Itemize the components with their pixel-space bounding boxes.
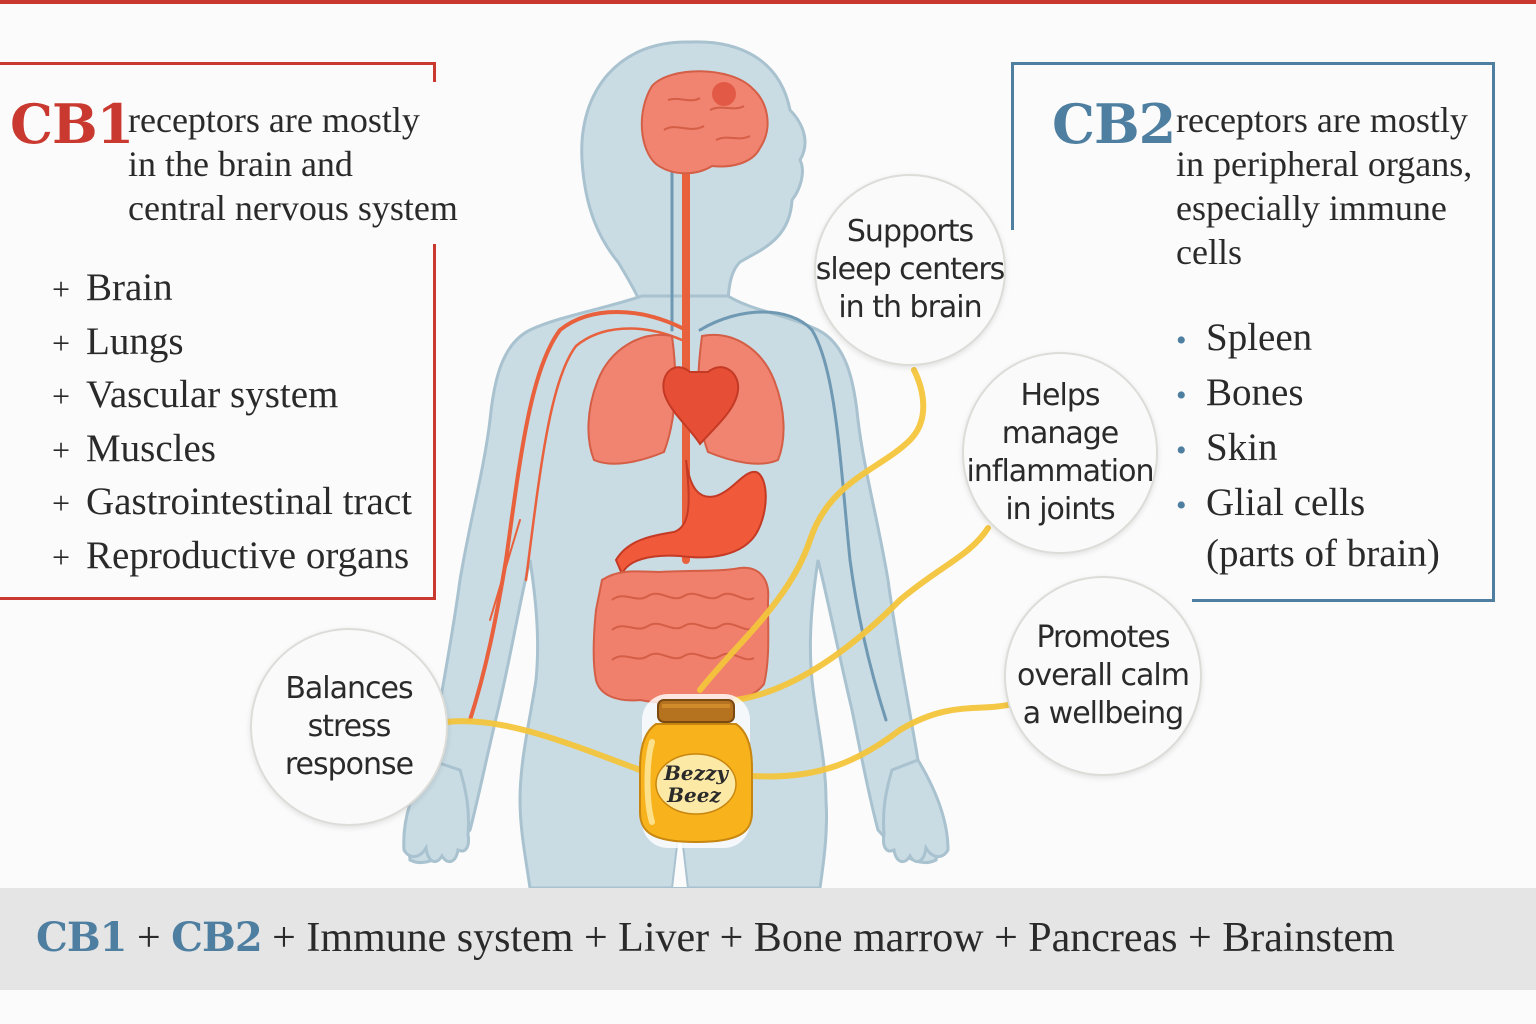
bubble-sleep-support: Supports sleep centers in th brain: [814, 174, 1006, 366]
bubble-line: Promotes: [1036, 620, 1170, 655]
list-item-label: Brain: [86, 266, 173, 309]
list-item-label: Vascular system: [86, 373, 339, 416]
cb2-frame-right: [1492, 62, 1495, 602]
list-item-sublabel: (parts of brain): [1206, 532, 1440, 575]
bullet-icon: •: [1176, 434, 1187, 467]
heart-icon: [662, 366, 740, 446]
cb1-description-line: central nervous system: [128, 188, 458, 228]
bullet-icon: •: [1176, 489, 1187, 522]
plus-icon: +: [52, 485, 71, 521]
cb2-title: CB2: [1052, 92, 1176, 156]
footer-cb2: CB2: [171, 914, 262, 961]
plus-icon: +: [52, 271, 71, 307]
bullet-icon: •: [1176, 324, 1187, 357]
list-item-label: Gastrointestinal tract: [86, 480, 412, 523]
cb1-frame-right: [433, 62, 436, 82]
jar-label-line2: Beez: [666, 783, 721, 807]
list-item-label: Spleen: [1206, 316, 1313, 359]
cb2-description-line: in peripheral organs,: [1176, 144, 1473, 184]
list-item-label: Glial cells: [1206, 481, 1366, 524]
cb2-description-line: cells: [1176, 232, 1242, 272]
footer-organs: + Immune system + Liver + Bone marrow + …: [261, 915, 1395, 961]
footer-plus: +: [126, 915, 172, 961]
bubble-line: in th brain: [838, 290, 982, 325]
list-item-label: Lungs: [86, 319, 184, 363]
cb2-description-line: especially immune: [1176, 188, 1447, 228]
list-item-label: Bones: [1206, 371, 1304, 414]
list-item: • Bones: [1176, 367, 1440, 422]
list-item: + Vascular system: [52, 369, 412, 423]
cb1-description: receptors are mostly in the brain and ce…: [128, 98, 468, 230]
top-rule: [0, 0, 1536, 4]
plus-icon: +: [52, 378, 71, 414]
bubble-line: Supports: [846, 214, 974, 249]
cb1-title: CB1: [10, 92, 134, 156]
bubble-stress-response: Balances stress response: [250, 628, 448, 826]
bubble-line: in joints: [1005, 492, 1115, 527]
cb1-receptor-list: +Brain +Lungs +Vascular system +Muscles …: [52, 262, 412, 583]
stomach-icon: [614, 459, 767, 577]
cb2-description-line: receptors are mostly: [1176, 100, 1468, 140]
list-item: • Spleen: [1176, 312, 1440, 367]
bubble-line: manage: [1001, 416, 1120, 451]
cb1-frame-right: [433, 244, 436, 600]
cb1-frame-top: [0, 62, 436, 65]
list-item-label: Skin: [1206, 426, 1278, 469]
footer-text: CB1 + CB2 + Immune system + Liver + Bone…: [36, 914, 1395, 962]
bubble-line: Helps: [1020, 378, 1100, 413]
jar-label-line1: Bezzy: [663, 761, 729, 785]
cb1-description-line: in the brain and: [128, 144, 353, 184]
cb2-description: receptors are mostly in peripheral organ…: [1176, 98, 1496, 274]
bubble-line: response: [284, 747, 414, 782]
bubble-line: sleep centers: [815, 252, 1006, 287]
list-item: + Brain: [52, 262, 412, 316]
list-item: + Gastrointestinal tract: [52, 476, 412, 530]
bubble-line: stress: [307, 709, 392, 744]
cb2-frame-top: [1011, 62, 1495, 65]
list-item-label: Muscles: [86, 426, 216, 470]
list-item: • Glial cells (parts of brain): [1176, 477, 1440, 576]
cb1-description-line: receptors are mostly: [128, 100, 420, 140]
honey-jar-icon: Bezzy Beez: [639, 694, 753, 848]
bubble-line: inflammation: [966, 454, 1155, 489]
footer-band: [0, 888, 1536, 990]
bubble-line: overall calm: [1017, 658, 1190, 693]
bubble-line: a wellbeing: [1022, 696, 1184, 731]
bullet-icon: •: [1176, 379, 1187, 412]
list-item: + Lungs: [52, 316, 412, 370]
footer-cb1: CB1: [36, 914, 127, 961]
cb1-frame-bottom: [0, 597, 436, 600]
cb2-frame-left: [1011, 62, 1014, 230]
cb2-receptor-list: • Spleen • Bones • Skin • Glial cells (parts …: [1176, 312, 1440, 576]
bubble-line: Balances: [285, 671, 413, 706]
cb2-frame-bottom: [1192, 599, 1495, 602]
list-item-label: Reproductive organs: [86, 533, 410, 577]
list-item: + Reproductive organs: [52, 530, 412, 584]
plus-icon: +: [52, 538, 71, 575]
plus-icon: +: [52, 324, 71, 361]
list-item: • Skin: [1176, 422, 1440, 477]
plus-icon: +: [52, 431, 71, 468]
bubble-inflammation: Helps manage inflammation in joints: [962, 352, 1158, 554]
intestines-icon: [592, 566, 770, 704]
list-item: + Muscles: [52, 423, 412, 477]
bubble-calm-wellbeing: Promotes overall calm a wellbeing: [1004, 576, 1202, 776]
brain-icon: [640, 70, 769, 175]
